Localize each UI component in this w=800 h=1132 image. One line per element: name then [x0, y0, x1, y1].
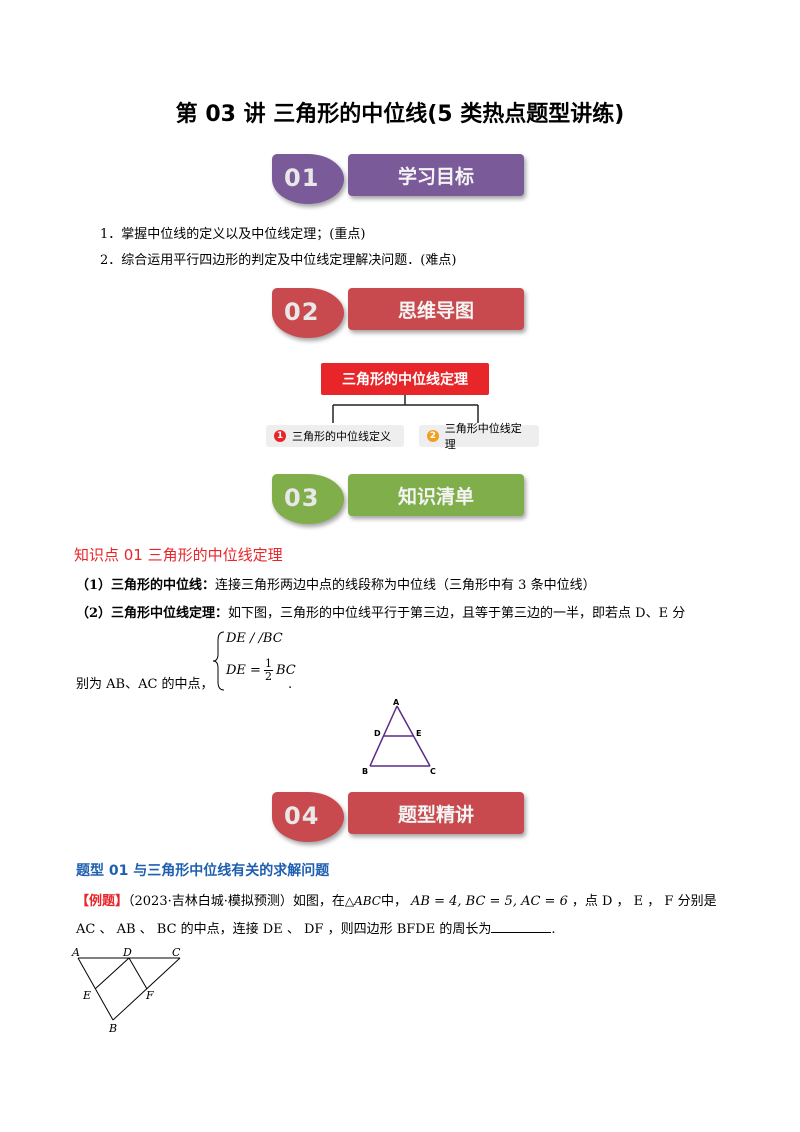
- vertex-label: E: [416, 729, 421, 738]
- section-banner-objectives: 01 学习目标: [272, 152, 532, 208]
- section-number-badge: 02: [272, 288, 344, 338]
- answer-blank[interactable]: [491, 920, 552, 933]
- section-title-bar: 学习目标: [348, 154, 524, 196]
- vertex-label: D: [374, 729, 381, 738]
- knowledge-point-1: （1）三角形的中位线：连接三角形两边中点的线段称为中位线（三角形中有 3 条中位…: [76, 577, 596, 595]
- mindmap-child-label: 三角形的中位线定义: [292, 430, 391, 443]
- section-number-badge: 01: [272, 154, 344, 204]
- knowledge-point-2: （2）三角形中位线定理：如下图，三角形的中位线平行于第三边，且等于第三边的一半，…: [76, 605, 685, 623]
- vertex-label: D: [122, 946, 132, 959]
- midline-triangle-figure: A D E B C: [362, 698, 436, 776]
- section-banner-mindmap: 02 思维导图: [272, 286, 532, 342]
- mindmap-root: 三角形的中位线定理: [321, 363, 489, 395]
- example-line-1: 【例题】（2023·吉林白城·模拟预测）如图，在△ABC中，AB = 4, BC…: [76, 894, 717, 909]
- example-line-2: AC 、 AB 、 BC 的中点，连接 DE 、 DF ，则四边形 BFDE 的…: [76, 920, 556, 937]
- vertex-label: A: [71, 946, 80, 959]
- brace-icon: [212, 631, 225, 691]
- section-title-bar: 思维导图: [348, 288, 524, 330]
- page-title: 第 03 讲 三角形的中位线(5 类热点题型讲练): [175, 102, 625, 127]
- formula-parallel: DE / /BC: [226, 631, 283, 646]
- mindmap-connectors: [332, 395, 479, 423]
- knowledge-point-2-cont: 别为 AB、AC 的中点，: [76, 677, 214, 692]
- quadrilateral-figure: A D C E F B: [71, 946, 181, 1034]
- section-number-badge: 04: [272, 792, 344, 842]
- section-number-badge: 03: [272, 474, 344, 524]
- vertex-label: A: [393, 698, 400, 707]
- number-badge: 2: [427, 430, 439, 442]
- number-badge: 1: [274, 430, 286, 442]
- objective-item: 1．掌握中位线的定义以及中位线定理；(重点): [100, 227, 366, 242]
- point-text: 如下图，三角形的中位线平行于第三边，且等于第三边的一半，即若点 D、E 分: [228, 606, 686, 621]
- point-text: 连接三角形两边中点的线段称为中位线（三角形中有 3 条中位线）: [215, 578, 596, 593]
- mindmap-child-definition: 1 三角形的中位线定义: [266, 425, 404, 447]
- knowledge-heading: 知识点 01 三角形的中位线定理: [74, 546, 283, 564]
- mindmap-child-theorem: 2 三角形中位线定理: [419, 422, 539, 451]
- formula-half: DE = 1 2 BC: [226, 657, 296, 683]
- vertex-label: B: [108, 1022, 117, 1034]
- point-label: （2）三角形中位线定理：: [76, 606, 229, 621]
- section-banner-knowledge: 03 知识清单: [272, 472, 532, 528]
- vertex-label: F: [145, 989, 154, 1002]
- objective-item: 2．综合运用平行四边形的判定及中位线定理解决问题．(难点): [100, 253, 457, 268]
- formula-end: .: [288, 677, 293, 692]
- point-label: （1）三角形的中位线：: [76, 578, 216, 593]
- vertex-label: C: [430, 767, 436, 776]
- section-title-bar: 知识清单: [348, 474, 524, 516]
- vertex-label: B: [362, 767, 368, 776]
- question-type-heading: 题型 01 与三角形中位线有关的求解问题: [76, 863, 330, 879]
- example-tag: 【例题】: [76, 894, 129, 909]
- section-banner-questions: 04 题型精讲: [272, 790, 532, 846]
- section-title-bar: 题型精讲: [348, 792, 524, 834]
- vertex-label: E: [82, 989, 91, 1002]
- vertex-label: C: [172, 946, 181, 959]
- mindmap-child-label: 三角形中位线定理: [444, 422, 522, 451]
